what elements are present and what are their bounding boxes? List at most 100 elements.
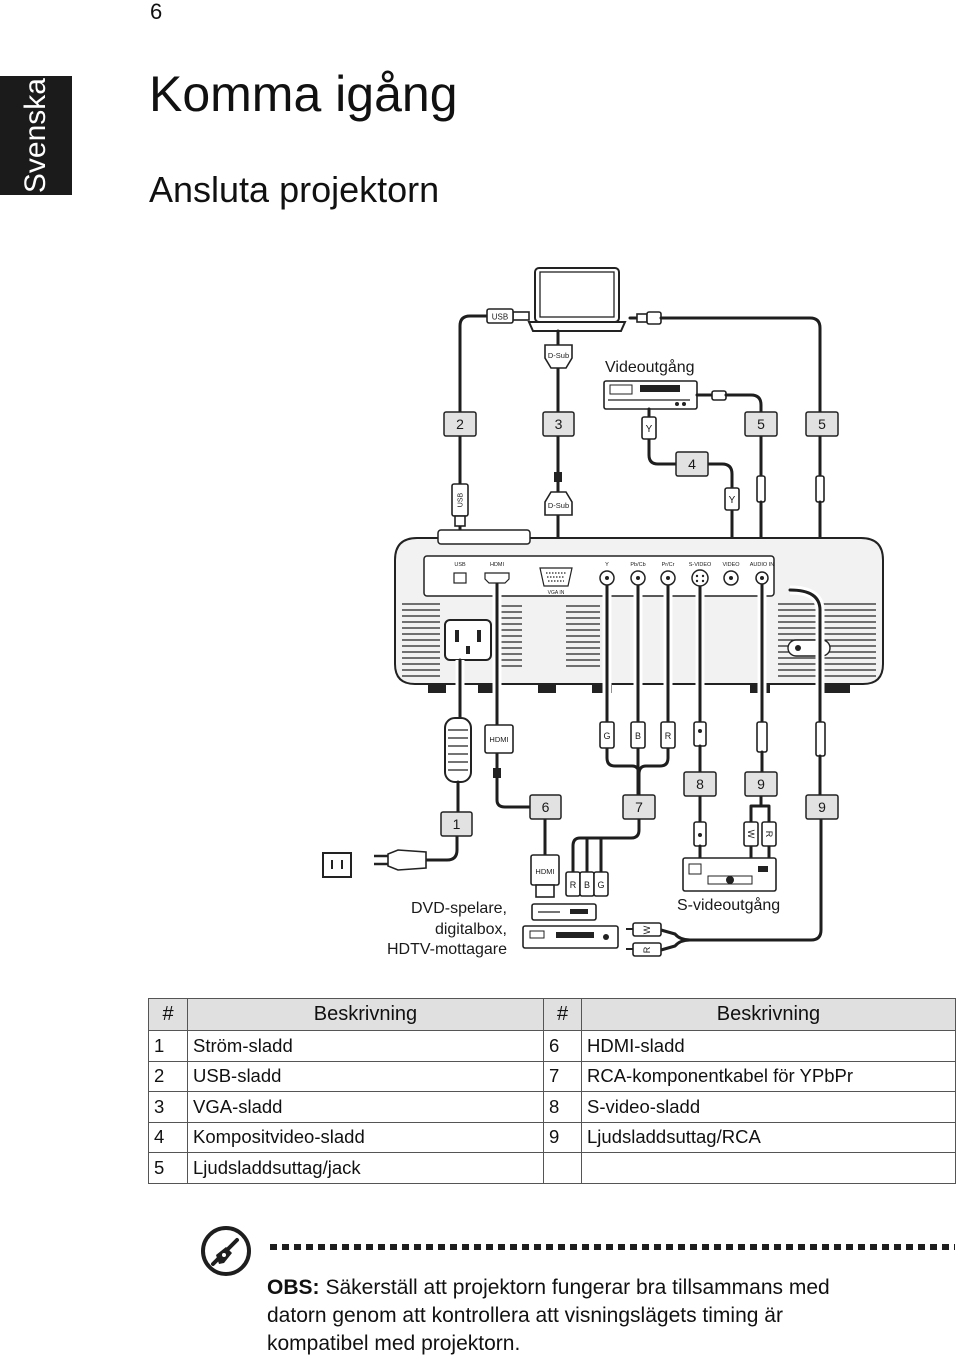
table-row: 3 VGA-sladd 8 S-video-sladd [148, 1091, 956, 1123]
table-row: 2 USB-sladd 7 RCA-komponentkabel för YPb… [148, 1060, 956, 1092]
note-label: OBS: [267, 1276, 320, 1299]
dsub-plug-bottom: D-Sub [544, 491, 573, 516]
usb-port: USB [453, 562, 467, 584]
right-audio-cable [626, 721, 826, 952]
g-plug-bottom-label: G [597, 880, 604, 890]
cell-number: 9 [543, 1121, 582, 1153]
laptop-audio-cable [628, 311, 825, 576]
s-video-output-label: S-videoutgång [677, 896, 780, 914]
s-video-cable [693, 721, 707, 860]
cell-number [543, 1152, 582, 1184]
cell-number: 5 [148, 1152, 188, 1184]
laptop-icon [527, 267, 627, 332]
r-plug-audio: R [761, 821, 777, 847]
callout-9a-number: 9 [757, 776, 765, 792]
cell-number: 6 [543, 1030, 582, 1062]
header-number-1: # [148, 998, 188, 1031]
callout-7: 7 [622, 794, 656, 820]
usb-plug-top-label: USB [492, 313, 508, 322]
pr-port: Pr/Cr [660, 562, 676, 586]
video-output-label: Videoutgång [605, 358, 695, 376]
vcr-device-icon [603, 380, 698, 410]
b-plug-top: B [630, 721, 646, 749]
r-plug-right: R [632, 942, 662, 957]
cell-number: 8 [543, 1091, 582, 1123]
cell-description [581, 1152, 956, 1184]
section-subtitle: Ansluta projektorn [149, 169, 440, 210]
y-port-label: Y [605, 562, 609, 568]
cell-description: USB-sladd [187, 1060, 544, 1092]
callout-4-number: 4 [688, 456, 696, 472]
dvd-label-line-1: DVD-spelare, [411, 900, 507, 917]
callout-4: 4 [675, 451, 709, 477]
cell-number: 1 [148, 1030, 188, 1062]
usb-plug-bottom: USB [451, 483, 469, 527]
hdmi-plug-bottom: HDMI [530, 854, 560, 898]
hdmi-plug-bottom-label: HDMI [535, 867, 554, 876]
projector-front-cables [455, 582, 825, 727]
callout-5a: 5 [744, 411, 778, 437]
callout-1-number: 1 [453, 816, 461, 832]
header-description-1: Beskrivning [187, 998, 544, 1031]
page-number: 6 [150, 0, 163, 24]
note-dotted-rule [270, 1244, 955, 1250]
description-table: # Beskrivning # Beskrivning 1 Ström-slad… [148, 998, 956, 1184]
note-line-2: datorn genom att kontrollera att visning… [267, 1304, 783, 1327]
b-plug-bottom-label: B [584, 880, 590, 890]
cell-description: VGA-sladd [187, 1091, 544, 1123]
note-pen-icon [201, 1226, 251, 1276]
header-description-2: Beskrivning [581, 998, 956, 1031]
y-plug-bottom-label: Y [729, 495, 736, 506]
callout-8-number: 8 [696, 776, 704, 792]
callout-5b-number: 5 [818, 416, 826, 432]
table-header-row: # Beskrivning # Beskrivning [148, 998, 956, 1031]
callout-2-number: 2 [456, 416, 464, 432]
rca-audio-cable [749, 721, 771, 860]
dsub-plug-bottom-label: D-Sub [548, 501, 569, 510]
audio-in-port: AUDIO IN [750, 562, 774, 585]
note-text: OBS:Säkerställ att projektorn fungerar b… [267, 1274, 830, 1358]
y-plug-top: Y [641, 416, 657, 440]
callout-2: 2 [443, 411, 477, 437]
power-outlet-icon [322, 852, 352, 878]
pb-port-label: Pb/Cb [630, 562, 645, 568]
callout-9a: 9 [744, 771, 778, 797]
cell-description: S-video-sladd [581, 1091, 956, 1123]
cell-number: 7 [543, 1060, 582, 1092]
callout-9b-number: 9 [818, 799, 826, 815]
note-line-1: OBS:Säkerställ att projektorn fungerar b… [267, 1274, 830, 1302]
language-tab-label: Svenska [19, 77, 52, 194]
r-plug-top: R [660, 721, 676, 749]
r-plug-top-label: R [665, 731, 672, 741]
callout-5a-number: 5 [757, 416, 765, 432]
cell-description: Ström-sladd [187, 1030, 544, 1062]
header-number-2: # [543, 998, 582, 1031]
dvd-label-line-3: HDTV-mottagare [387, 941, 507, 958]
s-video-port-label: S-VIDEO [689, 562, 712, 568]
s-video-device-icon [682, 857, 777, 892]
dvd-label-line-2: digitalbox, [435, 921, 507, 938]
usb-plug-bottom-label: USB [458, 492, 465, 507]
dvd-player-icon [522, 925, 619, 949]
hdmi-port: HDMI [484, 562, 510, 584]
g-plug-bottom: G [593, 871, 609, 897]
cell-number: 3 [148, 1091, 188, 1123]
g-plug-top: G [599, 721, 615, 749]
callout-6-number: 6 [542, 799, 550, 815]
callout-6: 6 [529, 794, 562, 820]
hdmi-plug-top: HDMI [484, 724, 514, 754]
dsub-plug-top: D-Sub [544, 344, 573, 369]
table-row: 5 Ljudsladdsuttag/jack [148, 1152, 956, 1184]
vga-port-label: VGA IN [548, 590, 565, 596]
r-plug-audio-label: R [764, 831, 774, 838]
cell-number: 4 [148, 1121, 188, 1153]
callout-3: 3 [542, 411, 575, 437]
cell-number: 2 [148, 1060, 188, 1092]
video-port-label: VIDEO [722, 562, 740, 568]
r-plug-bottom: R [565, 871, 581, 897]
w-plug-right-label: W [642, 925, 652, 934]
vga-port: VGA IN [539, 567, 573, 596]
callout-9b: 9 [805, 794, 839, 820]
power-cable [374, 717, 472, 871]
dsub-plug-top-label: D-Sub [548, 351, 569, 360]
